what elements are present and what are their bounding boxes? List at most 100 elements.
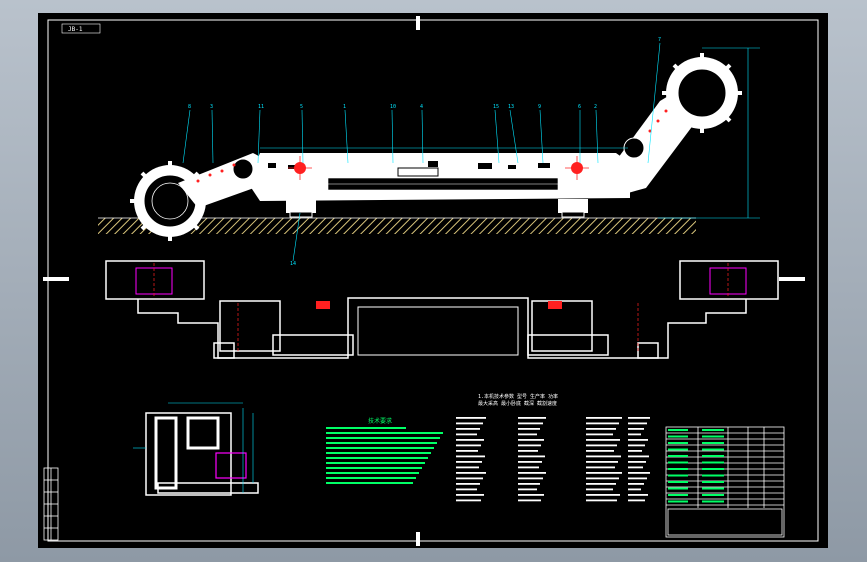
drawing-sheet: JB-1: [38, 13, 828, 548]
parameter-line: [518, 488, 537, 491]
leader-number: 8: [188, 104, 191, 110]
leader-number: 6: [578, 104, 581, 110]
parameter-line: [518, 483, 540, 485]
note-line: [326, 467, 422, 469]
parameter-line: [586, 450, 614, 452]
parameter-line: [628, 472, 650, 474]
right-center-mark: [565, 156, 589, 180]
left-end-housing: [105, 260, 205, 300]
title-block-entry: [668, 435, 688, 438]
parameter-line: [628, 450, 642, 452]
right-end-housing: [679, 260, 779, 300]
parameter-line: [628, 461, 646, 463]
parameter-line: [518, 466, 539, 469]
section-detail: [133, 402, 259, 496]
left-center-mark: [288, 156, 312, 180]
note-line: [326, 477, 416, 479]
parameter-line: [586, 422, 619, 425]
title-block-entry: [702, 494, 724, 496]
title-block-entry: [702, 500, 724, 503]
leader-number: 13: [508, 104, 514, 110]
side-stamp-table: [43, 467, 59, 541]
parameter-line: [456, 433, 477, 436]
parameter-line: [518, 417, 546, 419]
title-block-entry: [668, 474, 688, 477]
leader-number: 7: [658, 37, 661, 43]
title-block: [665, 426, 785, 538]
leader-line: [421, 109, 424, 164]
parameter-line: [628, 439, 648, 441]
top-view: [105, 260, 779, 359]
title-block-entry: [668, 487, 688, 490]
parameter-line: [586, 455, 621, 458]
parameter-line: [586, 444, 617, 447]
parameter-line: [456, 422, 483, 425]
technical-notes: 1.本机技术参数 型号 生产率 功率 最大采高 最小卧底 截深 截割速度 技术要…: [326, 393, 650, 502]
parameter-line: [628, 422, 647, 425]
note-line: [326, 482, 413, 484]
parameter-line: [518, 499, 541, 502]
parameter-line: [628, 477, 647, 480]
parameter-line: [456, 472, 486, 474]
leader-line: [182, 109, 191, 164]
leader-number: 3: [210, 104, 213, 110]
parameter-line: [518, 494, 544, 496]
parameter-line: [628, 428, 644, 430]
leader-line: [494, 109, 500, 164]
ground-hatch: [98, 218, 696, 234]
notes-white-block: [456, 417, 650, 502]
parameter-line: [456, 455, 485, 458]
frame-tag: JB-1: [68, 26, 83, 33]
center-mark-left: [43, 277, 69, 281]
parameter-line: [456, 417, 486, 419]
parameter-line: [586, 483, 616, 485]
title-block-entry: [702, 435, 724, 438]
center-mark-bottom: [416, 532, 420, 546]
parameter-line: [586, 488, 613, 491]
parameter-line: [456, 499, 481, 502]
parameter-line: [518, 450, 538, 452]
parameter-line: [586, 466, 615, 469]
leader-number: 4: [420, 104, 423, 110]
parameter-line: [456, 428, 480, 430]
leader-line: [539, 109, 544, 164]
leader-number: 5: [300, 104, 303, 110]
note-line: [326, 432, 443, 434]
parameter-line: [518, 461, 542, 463]
leader-number: 9: [538, 104, 541, 110]
parameter-line: [628, 433, 641, 436]
parameter-line: [628, 444, 645, 447]
title-block-entry: [668, 481, 688, 483]
notes-title: 技术要求: [368, 417, 392, 425]
parameter-line: [586, 439, 620, 441]
title-block-entry: [702, 487, 724, 490]
note-line: [326, 437, 440, 439]
parameter-line: [586, 477, 619, 480]
title-block-entry: [702, 474, 724, 477]
parameter-line: [456, 466, 479, 469]
leader-line: [211, 109, 214, 164]
parameter-line: [456, 444, 481, 447]
center-mark-right: [779, 277, 805, 281]
title-block-entry: [668, 461, 688, 464]
parameter-line: [586, 417, 622, 419]
parameter-line: [518, 422, 543, 425]
parameter-line: [456, 488, 477, 491]
parameter-line: [456, 494, 484, 496]
leader-number: 10: [390, 104, 396, 110]
note-line: [326, 447, 434, 449]
title-block-entry: [702, 429, 724, 431]
parameter-line: [586, 494, 620, 496]
parameter-line: [628, 483, 644, 485]
parameter-line: [586, 499, 617, 502]
title-block-entry: [668, 442, 688, 444]
leader-number: 2: [594, 104, 597, 110]
leader-line: [344, 109, 349, 164]
title-block-entry: [702, 455, 724, 457]
note-line: [326, 427, 406, 429]
parameter-line: [628, 455, 649, 458]
machine-body: [248, 153, 630, 201]
notes-header-line-2: 最大采高 最小卧底 截深 截割速度: [478, 400, 557, 407]
